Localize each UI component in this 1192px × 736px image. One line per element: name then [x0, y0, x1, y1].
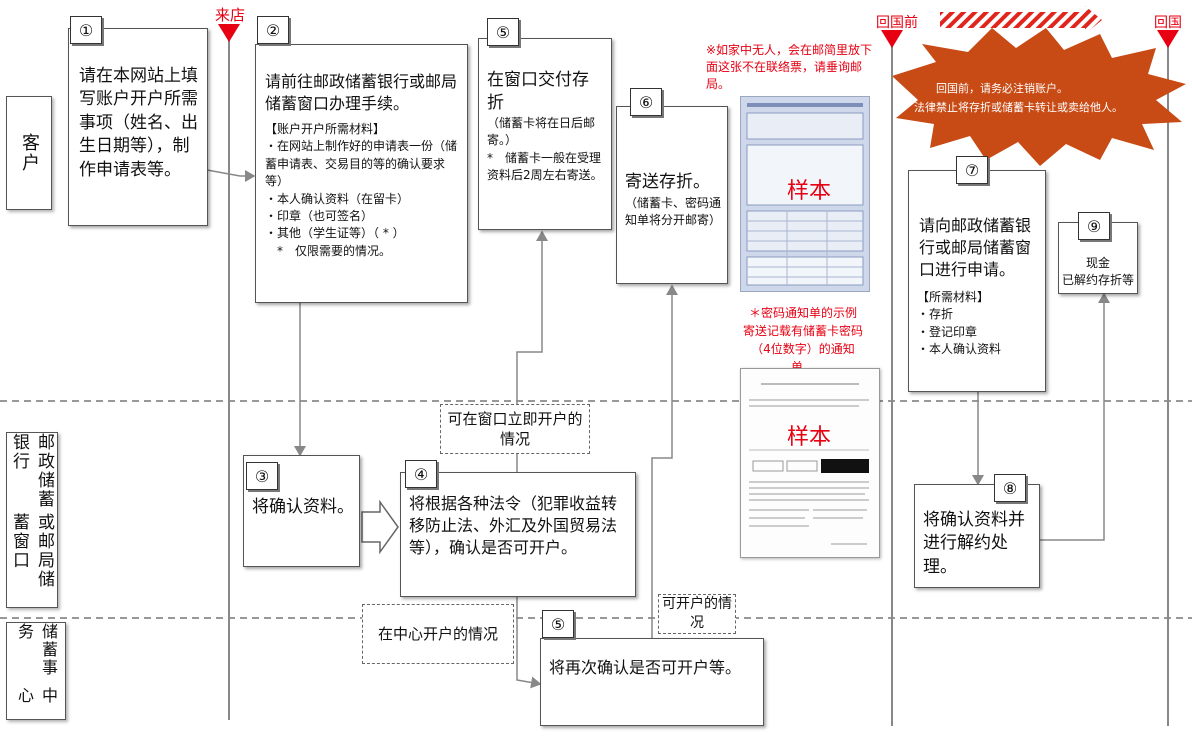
pin-notice-graphic: [749, 383, 869, 545]
visit-marker: [218, 24, 240, 42]
step-5a-text: 在窗口交付存折: [487, 70, 589, 114]
step-2-box: 请前往邮政储蓄银行或邮局储蓄窗口办理手续。 【账户开户所需材料】 ・在网站上制作…: [255, 44, 468, 303]
step-7-materials: 【所需材料】 ・存折 ・登记印章 ・本人确认资料: [917, 289, 1041, 359]
condition-immediate: 可在窗口立即开户的情况: [440, 404, 590, 454]
step-7-text: 请向邮政储蓄银行或邮局储蓄窗口进行申请。: [919, 216, 1032, 280]
step-7-materials-title: 【所需材料】: [917, 290, 990, 304]
step-5a-number: ⑤: [487, 18, 519, 46]
notice-slip-sample: 样本: [740, 96, 870, 292]
step-1-box: 请在本网站上填写账户开户所需事项（姓名、出生日期等），制作申请表等。: [68, 28, 208, 226]
step-2-material-5: * 仅限需要的情况。: [265, 243, 392, 258]
step-9-number: ⑨: [1078, 212, 1110, 240]
before-return-label: 回国前: [876, 15, 918, 31]
step-6-text: 寄送存折。: [625, 172, 710, 192]
warning-burst-line-1: 回国前，请务必注销账户。: [936, 82, 1068, 95]
step-3-text: 将确认资料。: [252, 497, 354, 517]
notice-slip-graphic: [746, 103, 864, 286]
step-6-box: 寄送存折。 （储蓄卡、密码通知单将分开邮寄）: [616, 106, 728, 284]
step-7-material-2: ・登记印章: [917, 324, 978, 339]
striped-arrow: [940, 6, 1102, 34]
step-6-note: （储蓄卡、密码通知单将分开邮寄）: [625, 196, 722, 228]
warning-burst: [892, 28, 1186, 166]
notice-slip-sample-label: 样本: [787, 179, 832, 204]
lane-center-line-2: 中心: [15, 687, 58, 705]
step-4-number: ④: [405, 460, 437, 488]
absent-note: ※如家中无人，会在邮简里放下面这张不在联络票，请垂询邮局。: [706, 43, 873, 91]
return-label: 回国: [1154, 15, 1182, 31]
condition-center: 在中心开户的情况: [362, 604, 514, 664]
step-5b-number: ⑤: [542, 610, 574, 638]
step-5a-box: 在窗口交付存折 （储蓄卡将在日后邮寄。） * 储蓄卡一般在受理资料后2周左右寄送…: [478, 38, 612, 230]
step-7-material-3: ・本人确认资料: [917, 342, 1002, 357]
lane-post-office-line-1: 邮政储蓄银行: [9, 433, 54, 509]
step-1-text: 请在本网站上填写账户开户所需事项（姓名、出生日期等），制作申请表等。: [79, 66, 198, 180]
step-7-material-1: ・存折: [917, 307, 954, 322]
step-9-text: 现金 已解约存折等: [1061, 256, 1134, 288]
step-8-number: ⑧: [994, 474, 1026, 502]
step-2-materials-title: 【账户开户所需材料】: [265, 122, 386, 136]
step-2-material-1: ・在网站上制作好的申请表一份（储蓄申请表、交易目的等的确认要求 等）: [265, 139, 458, 189]
step-8-text: 将确认资料并进行解约处理。: [923, 510, 1025, 577]
step-2-material-3: ・印章（也可签名）: [265, 208, 374, 223]
step-7-box: 请向邮政储蓄银行或邮局储蓄窗口进行申请。 【所需材料】 ・存折 ・登记印章 ・本…: [908, 170, 1046, 392]
lane-center: 储蓄事务 中心: [6, 622, 66, 720]
pin-note-line-2: 寄送记载有储蓄卡密码: [742, 324, 863, 338]
pin-note-line-1: ＊密码通知单的示例: [748, 306, 857, 320]
step-2-material-2: ・本人确认资料（在留卡）: [265, 191, 410, 206]
step-2-text: 请前往邮政储蓄银行或邮局储蓄窗口办理手续。: [265, 72, 458, 114]
lane-center-line-1: 储蓄事务: [15, 623, 58, 677]
lane-post-office: 邮政储蓄银行 或邮局储蓄窗口: [6, 432, 58, 608]
warning-burst-line-2: 法律禁止将存折或储蓄卡转让或卖给他人。: [914, 100, 1123, 114]
step-4-box: 将根据各种法令（犯罪收益转移防止法、外汇及外国贸易法等），确认是否可开户。: [400, 472, 636, 597]
before-return-marker: [881, 30, 903, 48]
step-5b-box: 将再次确认是否可开户等。: [540, 638, 764, 726]
pin-note: ＊密码通知单的示例 寄送记载有储蓄卡密码 （4位数字）的通知单。: [742, 304, 864, 376]
step-3-box: 将确认资料。: [243, 455, 360, 567]
step-2-materials: 【账户开户所需材料】 ・在网站上制作好的申请表一份（储蓄申请表、交易目的等的确认…: [265, 121, 461, 260]
lane-customer: 客户: [6, 96, 52, 210]
step-1-number: ①: [70, 16, 102, 44]
lane-post-office-line-2: 或邮局储蓄窗口: [9, 513, 54, 590]
step-4-text: 将根据各种法令（犯罪收益转移防止法、外汇及外国贸易法等），确认是否可开户。: [409, 494, 618, 558]
lane-customer-label: 客户: [19, 133, 40, 173]
step-3-number: ③: [246, 462, 278, 490]
pin-notice-sample-label: 样本: [787, 425, 832, 450]
visit-label: 来店: [215, 6, 246, 24]
step-2-material-4: ・其他（学生证等）（ * ）: [265, 226, 405, 241]
warning-burst-text: 回国前，请务必注销账户。 法律禁止将存折或储蓄卡转让或卖给他人。: [914, 80, 1174, 117]
return-marker: [1157, 30, 1179, 48]
step-7-number: ⑦: [956, 156, 988, 184]
step-5b-text: 将再次确认是否可开户等。: [549, 658, 742, 677]
condition-possible: 可开户的情况: [658, 594, 736, 634]
pin-notice-sample: 样本: [740, 368, 880, 558]
step-2-number: ②: [257, 16, 289, 44]
step-5a-note: （储蓄卡将在日后邮寄。） * 储蓄卡一般在受理资料后2周左右寄送。: [487, 116, 603, 183]
hollow-arrow: [361, 499, 399, 555]
step-6-number: ⑥: [630, 88, 662, 116]
